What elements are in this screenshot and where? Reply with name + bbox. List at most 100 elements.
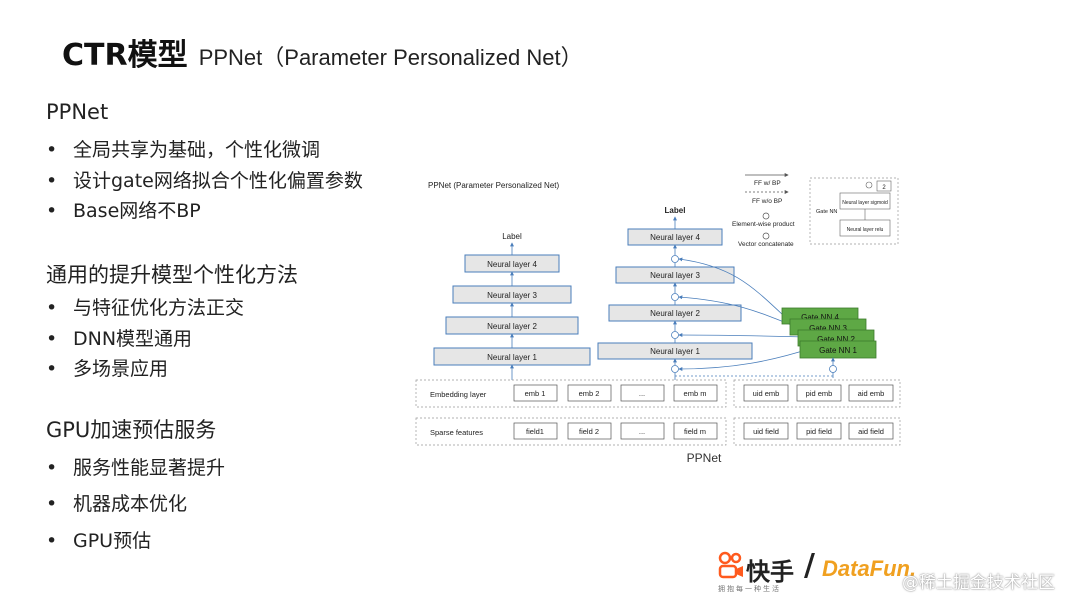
right-neural-layer-2-label: Neural layer 2	[650, 309, 700, 318]
slide-title: CTR模型 PPNet（Parameter Personalized Net）	[62, 30, 583, 74]
logo-separator: /	[804, 548, 815, 583]
legend-elementwise-icon	[762, 212, 770, 220]
bullet-dot: •	[46, 297, 58, 319]
id-emb-cell-label: aid emb	[858, 389, 885, 398]
elementwise-product-icon	[671, 255, 679, 263]
bullet-item: • 设计gate网络拟合个性化偏置参数	[46, 166, 363, 193]
id-emb-cell	[796, 384, 842, 402]
emb-cell	[673, 384, 718, 402]
right-neural-layer-4-label: Neural layer 4	[650, 233, 700, 242]
field-cell-label: ...	[639, 427, 645, 436]
right-neural-layer-1-label: Neural layer 1	[650, 347, 700, 356]
bullet-dot: •	[46, 493, 58, 515]
bullet-text: 设计gate网络拟合个性化偏置参数	[73, 170, 363, 192]
id-field-cell	[796, 422, 842, 440]
field-cell-label: field m	[684, 427, 706, 436]
id-field-cell	[743, 422, 789, 440]
gate-nn-4-label: Gate NN 4	[801, 313, 839, 322]
id-field-cell-label: aid field	[858, 427, 884, 436]
bullet-dot: •	[46, 200, 58, 222]
elementwise-product-icon	[671, 293, 679, 301]
sparse-features-row	[415, 417, 727, 446]
field-cell	[567, 422, 612, 440]
ppnet-diagram: PPNet (Parameter Personalized Net) FF w/…	[412, 166, 902, 472]
id-emb-cell-label: pid emb	[806, 389, 833, 398]
bullet-item: • 全局共享为基础，个性化微调	[46, 135, 320, 162]
bullet-item: • 机器成本优化	[46, 489, 187, 516]
emb-cell-label: emb 2	[579, 389, 600, 398]
legend-ff-bp: FF w/ BP	[754, 180, 781, 187]
gate-1-connector	[678, 347, 813, 371]
bullet-item: • 与特征优化方法正交	[46, 293, 244, 320]
watermark: @稀土掘金技术社区	[902, 573, 1055, 593]
left-label: Label	[502, 232, 522, 241]
bullet-text: DNN模型通用	[73, 328, 193, 350]
bullet-text: 与特征优化方法正交	[73, 297, 245, 319]
gate-nn-1-label: Gate NN 1	[819, 346, 857, 355]
bullet-dot: •	[46, 139, 58, 161]
datafun-logo: DataFun.	[822, 556, 917, 581]
field-cell	[513, 422, 558, 440]
emb-cell-label: emb 1	[525, 389, 546, 398]
ppnet-diagram-svg: PPNet (Parameter Personalized Net) FF w/…	[415, 173, 901, 465]
sparse-features-label: Sparse features	[430, 428, 483, 437]
gate-nn-3-label: Gate NN 3	[809, 324, 847, 333]
emb-cell	[513, 384, 558, 402]
section-heading-ppnet: PPNet	[46, 100, 109, 124]
gate-detail-box	[809, 177, 899, 245]
field-cell	[620, 422, 665, 440]
bullet-item: • Base网络不BP	[46, 196, 201, 223]
section-heading-personalization: 通用的提升模型个性化方法	[46, 263, 298, 287]
left-neural-layer-1-label: Neural layer 1	[487, 353, 537, 362]
kuaishou-brand: 快手	[746, 558, 794, 586]
elementwise-product-icon	[671, 365, 679, 373]
right-neural-layer-3-label: Neural layer 3	[650, 271, 700, 280]
id-emb-cell	[743, 384, 789, 402]
gate-detail-title: Gate NN	[816, 209, 837, 215]
id-emb-cell	[848, 384, 894, 402]
title-main: CTR模型	[62, 38, 188, 73]
diagram-caption: PPNet	[687, 451, 722, 465]
id-emb-cell-label: uid emb	[753, 389, 780, 398]
gate-nn-1	[799, 340, 877, 359]
sparse-id-row	[733, 417, 901, 446]
bullet-text: 机器成本优化	[73, 493, 188, 515]
bullet-text: GPU预估	[73, 530, 152, 552]
emb-cell-label: ...	[639, 389, 645, 398]
id-field-cell-label: uid field	[753, 427, 779, 436]
field-cell-label: field1	[526, 427, 544, 436]
embedding-layer-row	[415, 379, 727, 408]
bullet-text: 全局共享为基础，个性化微调	[73, 139, 321, 161]
bullet-item: •多场景应用	[46, 354, 168, 381]
legend-concat-icon	[762, 232, 770, 240]
gate-detail-relu-label: Neural layer relu	[847, 227, 884, 233]
legend-concat: Vector concatenate	[738, 241, 794, 248]
title-sub: PPNet（Parameter Personalized Net）	[198, 45, 583, 70]
bullet-item: •GPU预估	[46, 526, 151, 553]
left-neural-layer-4-label: Neural layer 4	[487, 260, 537, 269]
bullet-dot: •	[46, 457, 58, 479]
kuaishou-slogan: 拥抱每一种生活	[718, 585, 781, 593]
kuaishou-logo-icon	[718, 551, 743, 579]
left-neural-layer-2-label: Neural layer 2	[487, 322, 537, 331]
gate-detail-sigmoid-label: Neural layer sigmoid	[842, 200, 888, 206]
bullet-dot: •	[46, 170, 58, 192]
gate-detail-multiplier: 2	[882, 185, 886, 191]
gate-nn-2-label: Gate NN 2	[817, 335, 855, 344]
field-cell	[673, 422, 718, 440]
bullet-item: •服务性能显著提升	[46, 453, 225, 480]
legend-elementwise: Element-wise product	[732, 221, 795, 228]
diagram-header: PPNet (Parameter Personalized Net)	[428, 181, 560, 190]
embedding-id-row	[733, 379, 901, 408]
gate-2-connector	[678, 333, 805, 338]
bullet-text: Base网络不BP	[73, 200, 201, 222]
embedding-layer-label: Embedding layer	[430, 390, 487, 399]
field-cell-label: field 2	[579, 427, 599, 436]
emb-cell	[620, 384, 665, 402]
footer-logos: 快手 拥抱每一种生活 / DataFun. @稀土掘金技术社区	[716, 548, 1076, 604]
bullet-dot: •	[46, 328, 58, 350]
bullet-dot: •	[46, 358, 58, 380]
gate-detail-product-icon	[865, 181, 873, 189]
bullet-item: • DNN模型通用	[46, 324, 192, 351]
id-field-cell	[848, 422, 894, 440]
